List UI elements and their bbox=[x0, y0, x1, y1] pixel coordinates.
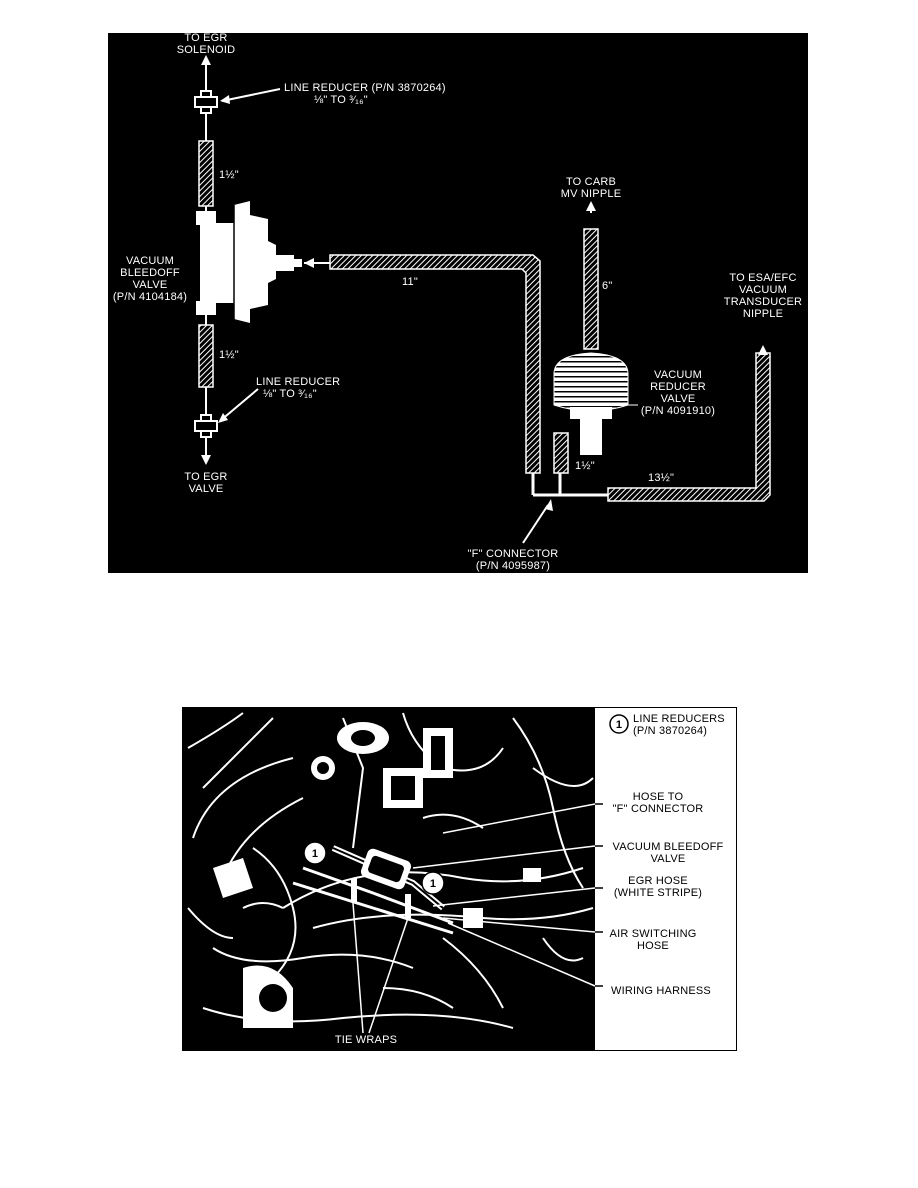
line-reducer-bottom bbox=[194, 414, 218, 438]
legend-line-reducers: LINE REDUCERS bbox=[633, 713, 725, 725]
label-line-reducer-bottom-size: ⅛" TO ³⁄₁₆" bbox=[263, 388, 317, 400]
line-reducer-top bbox=[194, 90, 218, 114]
label-lower-length: 1½" bbox=[219, 349, 239, 361]
hose-13-5-inch bbox=[607, 345, 771, 502]
label-esa-line4: NIPPLE bbox=[743, 308, 783, 320]
f-connector bbox=[531, 473, 608, 497]
label-esa-line2: VACUUM bbox=[739, 284, 787, 296]
leader-lines-white bbox=[352, 803, 596, 1034]
label-upper-length: 1½" bbox=[219, 169, 239, 181]
label-6-inch: 6" bbox=[602, 280, 612, 292]
engine-installation-illustration: 1 1 1 LINE REDUCERS (P/N 3870264) HOSE T… bbox=[182, 707, 737, 1051]
label-vbv-line2: BLEEDOFF bbox=[120, 267, 180, 279]
label-line-reducer-top: LINE REDUCER (P/N 3870264) bbox=[284, 82, 446, 94]
callout-line-reducer-2: 1 bbox=[421, 871, 445, 895]
legend-number: 1 bbox=[616, 719, 622, 731]
label-esa-line3: TRANSDUCER bbox=[724, 296, 802, 308]
label-line-reducer-top-size: ⅛" TO ³⁄₁₆" bbox=[314, 94, 368, 106]
routing-schematic: TO EGR SOLENOID LINE REDUCER (P/N 387026… bbox=[113, 33, 802, 572]
vacuum-reducer-valve bbox=[553, 201, 629, 474]
engine-bay-drawing: 1 1 1 LINE REDUCERS (P/N 3870264) HOSE T… bbox=[183, 708, 725, 1050]
label-vrv-part-number: (P/N 4091910) bbox=[641, 405, 715, 417]
label-line-reducer-bottom: LINE REDUCER bbox=[256, 376, 340, 388]
label-hose-to: HOSE TO bbox=[633, 791, 684, 803]
label-11-inch: 11" bbox=[402, 276, 418, 288]
label-vbv-line3: VALVE bbox=[133, 279, 168, 291]
label-to-egr-solenoid: TO EGR bbox=[184, 33, 227, 44]
callout-line-reducer-1: 1 bbox=[303, 841, 327, 865]
label-hose: HOSE bbox=[637, 940, 669, 952]
tie-wraps-illustration bbox=[351, 878, 411, 918]
label-to-carb: TO CARB bbox=[566, 176, 616, 188]
label-tie-wraps: TIE WRAPS bbox=[335, 1034, 397, 1046]
legend-part-number: (P/N 3870264) bbox=[633, 725, 707, 737]
label-f-connector-part-number: (P/N 4095987) bbox=[476, 560, 550, 572]
label-f-connector: "F" CONNECTOR bbox=[468, 548, 559, 560]
hose-11-inch bbox=[304, 254, 541, 474]
label-esa-line1: TO ESA/EFC bbox=[729, 272, 796, 284]
label-to-egr-valve: TO EGR bbox=[184, 471, 227, 483]
label-vbv-part-number: (P/N 4104184) bbox=[113, 291, 187, 303]
label-mv-nipple: MV NIPPLE bbox=[561, 188, 622, 200]
label-vbv-line1: VACUUM bbox=[126, 255, 174, 267]
label-vrv-line3: VALVE bbox=[661, 393, 696, 405]
engine-components bbox=[213, 722, 541, 1028]
pointer-line-reducer-top bbox=[220, 88, 281, 104]
vacuum-bleedoff-valve bbox=[196, 201, 302, 323]
callout-number-1: 1 bbox=[312, 848, 318, 860]
label-vacuum-bleedoff: VACUUM BLEEDOFF bbox=[613, 841, 724, 853]
label-vrv-line1: VACUUM bbox=[654, 369, 702, 381]
label-air-switching: AIR SWITCHING bbox=[610, 928, 697, 940]
arrow-to-egr-valve bbox=[201, 437, 211, 465]
hose-upper-1-5 bbox=[198, 140, 214, 207]
label-egr-hose: EGR HOSE bbox=[628, 875, 688, 887]
label-vrv-hose-length: 1½" bbox=[575, 460, 595, 472]
label-vrv-line2: REDUCER bbox=[650, 381, 706, 393]
vacuum-hose-routing-diagram: TO EGR SOLENOID LINE REDUCER (P/N 387026… bbox=[108, 33, 808, 573]
label-valve: VALVE bbox=[651, 853, 686, 865]
callout-number-2: 1 bbox=[430, 878, 436, 890]
leader-line-ends bbox=[595, 845, 603, 987]
label-13-5-inch: 13½" bbox=[648, 472, 674, 484]
pointer-f-connector bbox=[522, 499, 553, 544]
pointer-line-reducer-bottom bbox=[218, 388, 259, 423]
label-wiring-harness: WIRING HARNESS bbox=[611, 985, 711, 997]
hose-lower-1-5 bbox=[198, 324, 214, 388]
vacuum-bleedoff-valve-illustration bbox=[292, 845, 454, 935]
label-f-connector: "F" CONNECTOR bbox=[613, 803, 704, 815]
label-white-stripe: (WHITE STRIPE) bbox=[614, 887, 702, 899]
label-valve: VALVE bbox=[189, 483, 224, 495]
label-solenoid: SOLENOID bbox=[177, 44, 235, 56]
legend: 1 LINE REDUCERS (P/N 3870264) bbox=[609, 713, 725, 737]
